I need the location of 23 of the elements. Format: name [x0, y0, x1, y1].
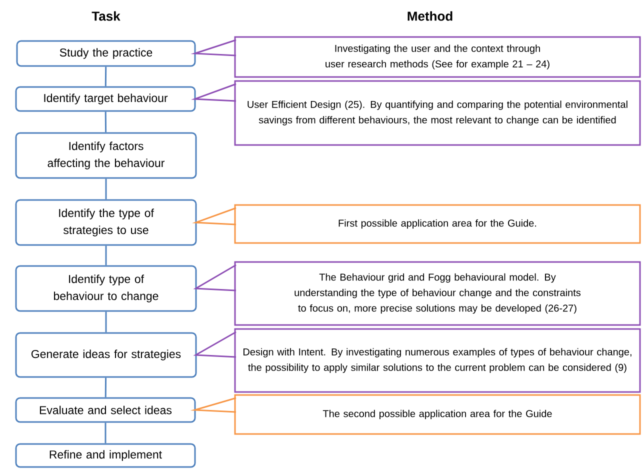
- callout-box: The Behaviour grid and Fogg behavioural model. By understanding the type of behaviour change and the constraints to focus on, more precise solutions may be developed (26-27): [234, 261, 641, 326]
- connector-line: [104, 66, 107, 86]
- connector-line: [105, 246, 107, 266]
- process-box: Evaluate and select ideas: [15, 397, 196, 423]
- connector-line: [105, 178, 107, 200]
- callout-box: The second possible application area for the Guide: [234, 394, 641, 435]
- column-heading: Task: [92, 11, 120, 21]
- callout-box: Design with Intent. By investigating numerous examples of types of behaviour change, the possibility to apply similar solutions to the current problem can be considered (9): [234, 328, 641, 393]
- process-box: Identify the type of strategies to use: [15, 199, 197, 246]
- connector-line: [104, 112, 107, 132]
- connector-line: [104, 378, 107, 398]
- connector-line: [105, 312, 107, 332]
- process-box: Identify target behaviour: [15, 86, 196, 112]
- callout-box: User Efficient Design (25). By quantifying and comparing the potential environmental savings from different behaviours, the most relevant to change can be identified: [234, 80, 641, 146]
- column-heading: Method: [408, 11, 452, 21]
- process-box: Refine and implement: [15, 443, 196, 468]
- callout-box: First possible application area for the Guide.: [234, 204, 641, 244]
- connector-line: [104, 422, 106, 444]
- process-box: Study the practice: [16, 40, 196, 67]
- process-box: Identify factors affecting the behaviour: [15, 132, 197, 179]
- callout-box: Investigating the user and the context through user research methods (See for example 21 – 24): [234, 36, 641, 78]
- process-box: Identify type of behaviour to change: [15, 265, 197, 312]
- process-box: Generate ideas for strategies: [15, 332, 197, 378]
